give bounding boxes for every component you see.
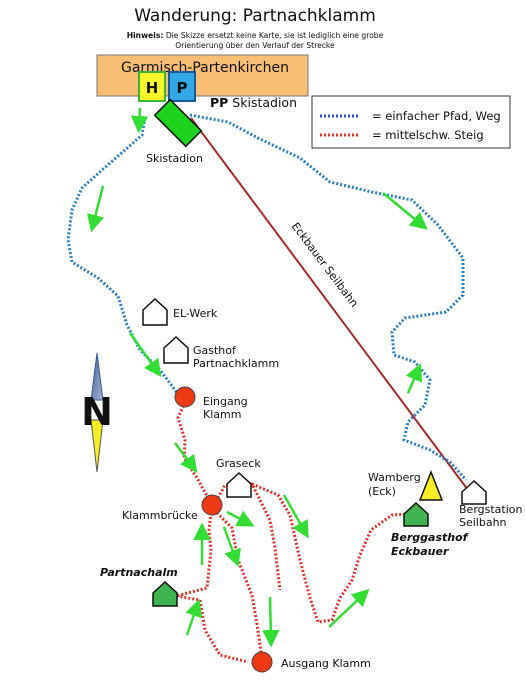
klammbruecke-label: Klammbrücke	[122, 509, 198, 522]
gasthof-label-1: Gasthof	[193, 344, 237, 357]
compass-needle-bottom-icon	[90, 419, 104, 473]
graseck-house-icon	[226, 471, 252, 498]
gasthof-partnachklamm-house-icon	[163, 335, 189, 364]
town-banner	[96, 54, 309, 97]
pp-rest: Skistadion	[228, 95, 297, 110]
pp-skistadion-label: PP Skistadion	[210, 95, 297, 110]
medium-path-gorge	[176, 401, 214, 506]
note-text-1: Die Skizze ersetzt keine Karte, sie ist …	[166, 31, 384, 40]
legend-medium-label: = mittelschw. Steig	[372, 128, 484, 142]
eckbauer-hut-icon	[403, 501, 429, 527]
cable-car-line	[190, 117, 469, 491]
eingang-label-1: Eingang	[203, 395, 248, 408]
note-bold: Hinweis:	[127, 31, 164, 40]
wamberg-peak-icon	[418, 469, 444, 501]
arrow-10	[282, 494, 309, 539]
note-line-1: Hinweis: Die Skizze ersetzt keine Karte,…	[127, 31, 384, 40]
arrow-5	[226, 510, 255, 527]
partnachalm-hut-icon	[152, 580, 178, 607]
berggasthof-label-1: Berggasthof	[391, 531, 469, 544]
bergstation-label-2: Seilbahn	[459, 516, 507, 529]
arrow-1	[130, 107, 149, 134]
direction-arrows	[87, 107, 428, 648]
graseck-label: Graseck	[216, 457, 261, 470]
page-title: Wanderung: Partnachklamm	[134, 6, 376, 26]
legend-box	[311, 95, 511, 149]
el-werk-house-icon	[142, 297, 168, 326]
partnachalm-label: Partnachalm	[100, 566, 178, 579]
el-werk-label: EL-Werk	[173, 307, 218, 320]
easy-path-east	[189, 113, 468, 481]
bergstation-label-1: Bergstation	[459, 503, 523, 516]
medium-path-graseck-loop	[212, 482, 282, 591]
arrow-2	[87, 185, 105, 233]
compass-needle-top-icon	[90, 352, 104, 401]
medium-path-partnachalm	[175, 504, 249, 664]
eingang-label-2: Klamm	[203, 408, 241, 421]
parking-label: P	[177, 79, 188, 97]
berggasthof-label-2: Eckbauer	[391, 545, 449, 558]
wamberg-label-2: (Eck)	[368, 485, 396, 498]
arrow-6	[222, 526, 241, 568]
arrow-11	[328, 588, 370, 628]
bergstation-house-icon	[461, 479, 487, 505]
arrow-8	[185, 598, 203, 636]
skistadion-label: Skistadion	[146, 152, 203, 165]
pp-bold: PP	[210, 95, 228, 110]
wamberg-label-1: Wamberg	[368, 471, 421, 484]
eingang-klamm-dot	[174, 386, 196, 408]
arrow-3	[128, 332, 162, 378]
legend-easy-label: = einfacher Pfad, Weg	[372, 109, 501, 123]
gasthof-label-2: Partnachklamm	[193, 357, 279, 370]
klammbruecke-dot	[201, 494, 223, 516]
ausgang-label: Ausgang Klamm	[281, 657, 371, 670]
skistadion-marker	[153, 98, 203, 148]
arrow-13	[382, 192, 428, 230]
arrow-4	[174, 442, 198, 473]
parking-box	[168, 71, 196, 102]
bus-stop-label: H	[146, 79, 159, 97]
note-line-2: Orientierung über den Verlauf der Streck…	[175, 41, 335, 50]
bus-stop-box	[138, 71, 166, 102]
ausgang-klamm-dot	[251, 651, 273, 673]
medium-path-eckbauer	[251, 482, 408, 624]
north-label: N	[81, 390, 113, 434]
arrow-12	[405, 363, 423, 394]
medium-path-to-exit	[212, 508, 264, 661]
arrow-9	[262, 596, 280, 648]
